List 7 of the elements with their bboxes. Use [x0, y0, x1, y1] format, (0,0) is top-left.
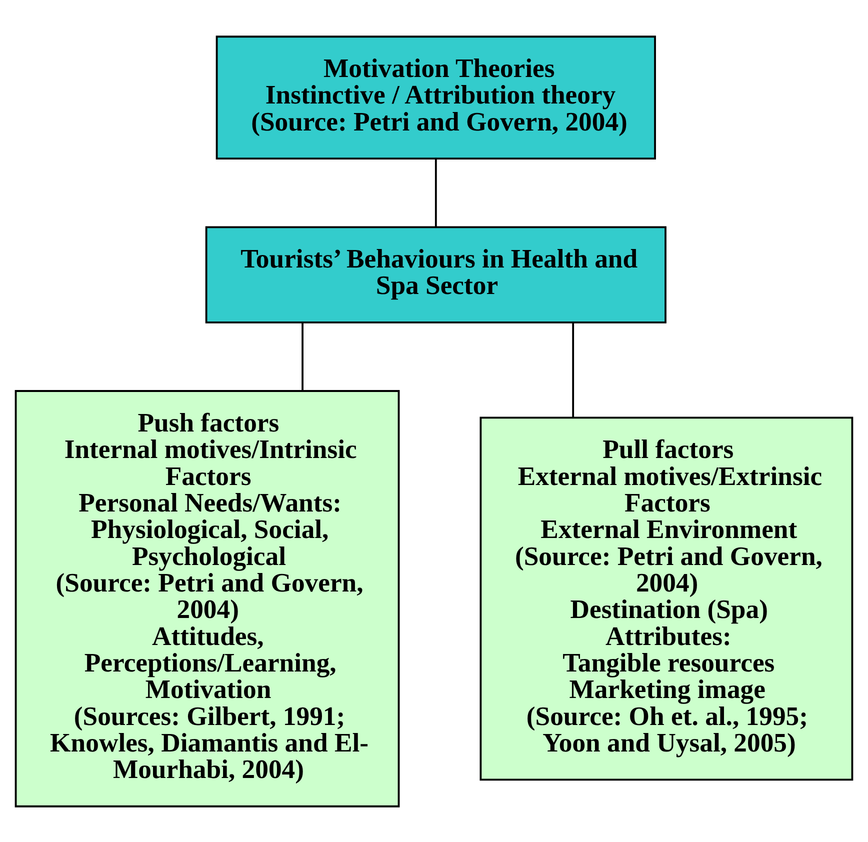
node-box: Pull factors External motives/Extrinsic Factors External Environment (Source: Petri and Govern, 2004) Destination (Spa) Attributes: Tangible resources Marketing image (Source: Oh et. al., 1995; Yoon and Uysal, 2005) [480, 416, 854, 780]
connector [572, 322, 574, 417]
node-box: Motivation Theories Instinctive / Attribution theory (Source: Petri and Govern, 2004) [216, 35, 656, 160]
node-box: Push factors Internal motives/Intrinsic Factors Personal Needs/Wants: Physiological, Social, Psychological (Source: Petri and Govern, 2004) Attitudes, Perceptions/Learning, Motivation (Sources: Gilbert, 1991; Knowles, Diamantis and El-Mourhabi, 2004) [14, 390, 400, 807]
connector [302, 322, 304, 390]
connector [434, 158, 437, 227]
node-box: Tourists’ Behaviours in Health and Spa Sector [205, 226, 666, 323]
